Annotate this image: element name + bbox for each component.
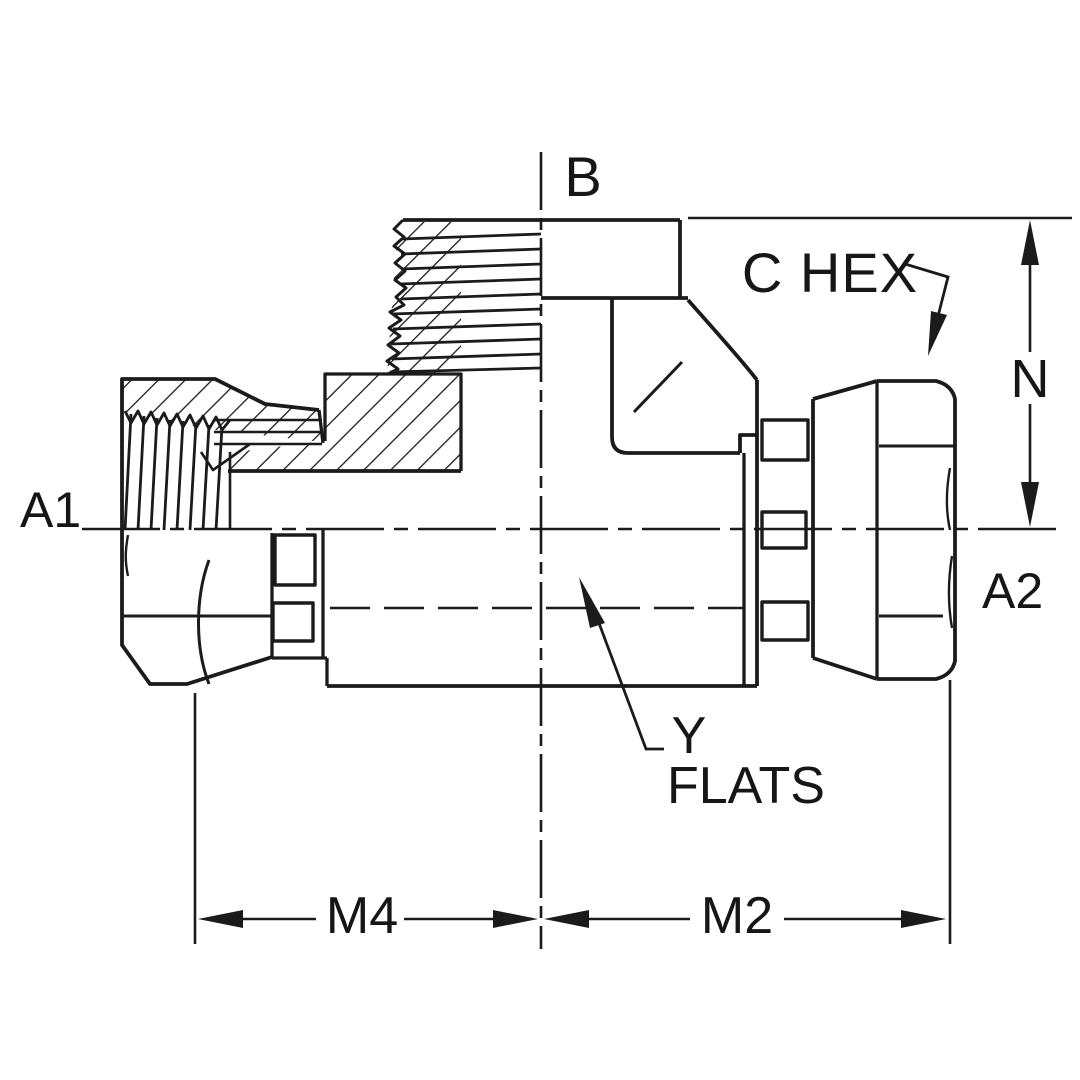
dimension-m4 (193, 693, 538, 944)
male-thread-lines (389, 232, 542, 374)
leader-c-hex (904, 262, 950, 356)
face-chamfer-arcs (945, 467, 954, 629)
label-c-hex: C HEX (742, 241, 918, 304)
dimension-m2 (544, 680, 952, 944)
arrowhead-up-icon (1021, 220, 1039, 265)
hex-flat-edges (879, 444, 955, 618)
centerlines (82, 152, 1058, 949)
label-dim-m4: M4 (326, 887, 398, 945)
engaged-thread-lines (214, 418, 322, 446)
arrowhead-icon (928, 311, 947, 356)
top-male-port (385, 218, 688, 376)
label-port-a2: A2 (982, 563, 1043, 619)
label-port-b: B (564, 145, 601, 208)
arrowhead-right-icon (901, 910, 946, 928)
chamfer-edge (632, 360, 684, 414)
label-flats: FLATS (667, 757, 825, 815)
arrowhead-icon (579, 577, 605, 628)
arrowhead-down-icon (1021, 482, 1039, 527)
arrowhead-left-icon (198, 910, 243, 928)
leader-y-flats (579, 577, 664, 751)
female-thread-lines (123, 413, 224, 531)
label-y: Y (672, 707, 707, 765)
dimension-n (688, 216, 1072, 527)
arrowhead-left-icon (544, 910, 589, 928)
label-dim-n: N (1011, 349, 1050, 409)
hex-chamfer-arc (197, 559, 211, 685)
drawing-labels: B C HEX N A1 A2 Y FLATS M4 M2 (20, 145, 1050, 945)
label-port-a1: A1 (20, 482, 81, 538)
retaining-ring-slots (271, 533, 317, 643)
nose-chamfer (199, 442, 251, 472)
arrowhead-right-icon (493, 910, 538, 928)
left-swivel-nut (120, 377, 325, 686)
label-dim-m2: M2 (701, 887, 773, 945)
